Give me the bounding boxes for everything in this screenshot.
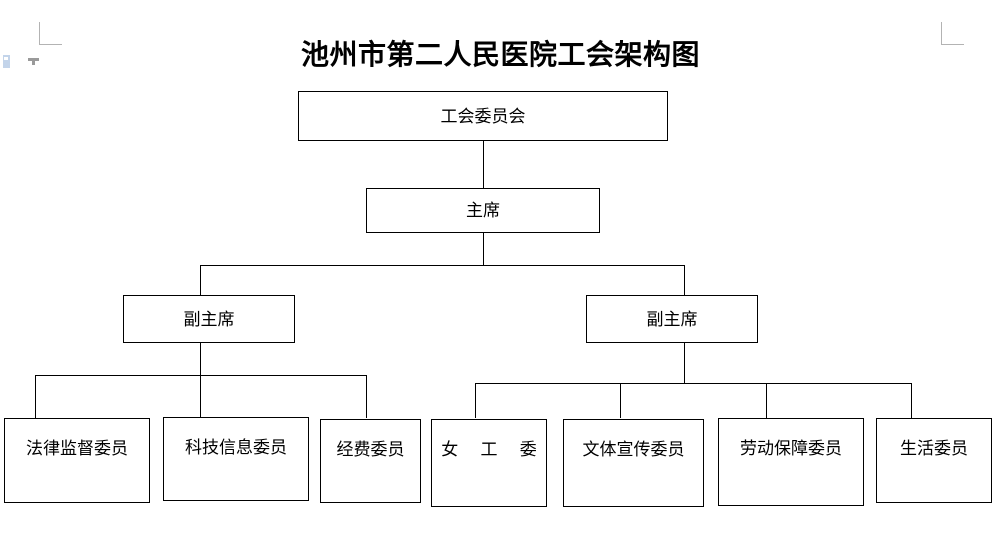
connector-drop-culture-publicity xyxy=(620,383,621,418)
connector-vice-chair-right-drop xyxy=(684,343,685,383)
connector-drop-welfare xyxy=(911,383,912,418)
org-node-women-workers-label: 女 工 委 xyxy=(441,440,546,459)
org-node-legal-supervision-label: 法律监督委员 xyxy=(26,439,128,458)
connector-vice-chair-left-drop xyxy=(200,343,201,375)
org-node-chairman[interactable]: 主席 xyxy=(366,188,600,233)
org-node-committee[interactable]: 工会委员会 xyxy=(298,91,668,141)
org-node-vice-chair-right-label: 副主席 xyxy=(646,309,698,329)
org-node-committee-label: 工会委员会 xyxy=(440,106,526,126)
connector-chairman-drop xyxy=(483,233,484,265)
org-node-legal-supervision[interactable]: 法律监督委员 xyxy=(4,418,150,503)
org-node-welfare[interactable]: 生活委员 xyxy=(876,418,992,503)
connector-drop-women-workers xyxy=(475,383,476,418)
org-node-labor-security-label: 劳动保障委员 xyxy=(740,439,842,458)
connector-chairman-bus xyxy=(200,265,684,266)
connector-drop-sci-tech-info xyxy=(200,375,201,418)
org-node-chairman-label: 主席 xyxy=(466,201,500,220)
connector-drop-labor-security xyxy=(766,383,767,418)
org-node-labor-security[interactable]: 劳动保障委员 xyxy=(718,418,864,506)
connector-vice-chair-right-bus xyxy=(475,383,911,384)
connector-bus-to-vice-chair-right xyxy=(684,265,685,295)
org-node-vice-chair-left-label: 副主席 xyxy=(183,309,235,329)
org-node-welfare-label: 生活委员 xyxy=(900,439,968,458)
org-node-sci-tech-info-label: 科技信息委员 xyxy=(185,438,287,457)
org-node-women-workers[interactable]: 女 工 委 xyxy=(431,419,547,507)
connector-committee-to-chairman xyxy=(483,141,484,188)
org-node-vice-chair-right[interactable]: 副主席 xyxy=(586,295,758,343)
page-title: 池州市第二人民医院工会架构图 xyxy=(300,40,700,71)
org-node-funding[interactable]: 经费委员 xyxy=(320,419,421,503)
connector-drop-legal-supervision xyxy=(35,375,36,418)
org-node-culture-publicity-label: 文体宣传委员 xyxy=(582,440,685,459)
connector-bus-to-vice-chair-left xyxy=(200,265,201,295)
connector-drop-funding xyxy=(366,375,367,418)
org-node-funding-label: 经费委员 xyxy=(336,440,405,459)
org-node-sci-tech-info[interactable]: 科技信息委员 xyxy=(163,417,309,501)
org-node-culture-publicity[interactable]: 文体宣传委员 xyxy=(563,419,704,507)
org-node-vice-chair-left[interactable]: 副主席 xyxy=(123,295,295,343)
